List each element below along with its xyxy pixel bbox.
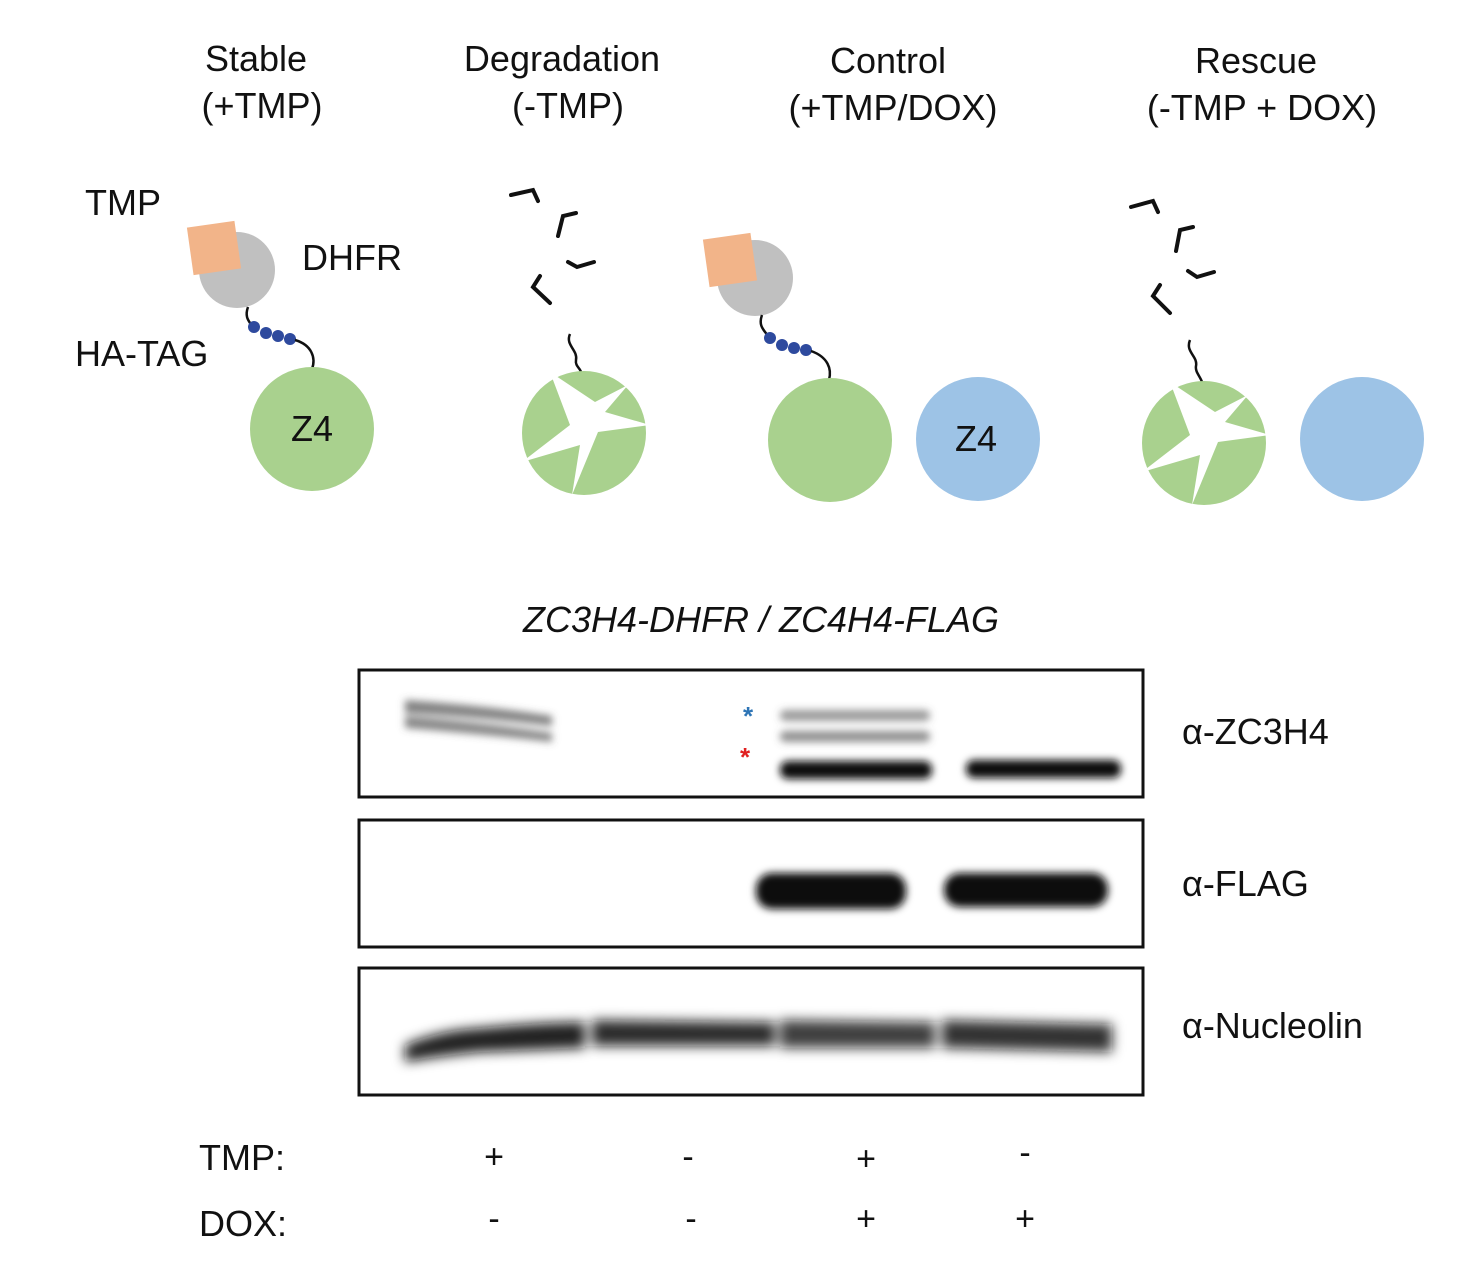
- row-label: TMP:: [199, 1137, 285, 1178]
- linker: [810, 349, 832, 381]
- linker: [294, 338, 315, 370]
- zc3h4-flag-protein: [916, 377, 1040, 501]
- ha-bead: [764, 332, 776, 344]
- condition-subtitle: (-TMP): [512, 85, 624, 126]
- schematic-degradation: [509, 187, 650, 495]
- tmp-ligand: [186, 220, 242, 276]
- degradation-cut: [522, 372, 650, 495]
- condition-title: Degradation: [464, 38, 660, 79]
- red-asterisk: *: [740, 742, 751, 772]
- band: [405, 700, 552, 726]
- condition-header-control: Control (+TMP/DOX): [788, 40, 997, 128]
- band: [966, 760, 1121, 778]
- blot-title: ZC3H4-DHFR / ZC4H4-FLAG: [522, 599, 999, 640]
- treatment-sign: -: [682, 1138, 693, 1176]
- z4-flag-label: Z4: [955, 418, 997, 459]
- band: [944, 873, 1108, 907]
- treatment-sign: -: [1019, 1134, 1030, 1172]
- schematic-rescue: [1129, 198, 1424, 505]
- zc3h4-protein: [250, 367, 374, 491]
- antibody-label: α-Nucleolin: [1182, 1005, 1363, 1046]
- condition-subtitle: (+TMP): [202, 85, 323, 126]
- linker: [1187, 339, 1204, 383]
- ha-bead: [260, 327, 272, 339]
- condition-header-degradation: Degradation (-TMP): [464, 38, 660, 126]
- ha-bead: [788, 342, 800, 354]
- condition-title: Control: [830, 40, 946, 81]
- schematic-stable: TMP DHFR HA-TAG Z4: [75, 182, 402, 491]
- blue-asterisk: *: [743, 701, 754, 731]
- z4-label: Z4: [291, 408, 333, 449]
- band: [942, 1020, 1112, 1052]
- treatment-sign: -: [685, 1200, 696, 1238]
- zc3h4-flag-protein: [1300, 377, 1424, 501]
- ha-bead: [800, 344, 812, 356]
- band: [592, 1020, 775, 1046]
- band: [780, 1020, 935, 1048]
- schematic-control: Z4: [702, 232, 1040, 502]
- treatment-sign: +: [484, 1138, 504, 1176]
- blot-panel-nucleolin: α-Nucleolin: [357, 966, 1363, 1097]
- treatment-sign: +: [1015, 1200, 1035, 1238]
- condition-title: Rescue: [1195, 40, 1317, 81]
- antibody-label: α-FLAG: [1182, 863, 1309, 904]
- dhfr-label: DHFR: [302, 237, 402, 278]
- tmp-label: TMP: [85, 182, 161, 223]
- band: [780, 761, 932, 779]
- treatment-sign: +: [856, 1200, 876, 1238]
- band: [780, 710, 930, 721]
- band: [780, 731, 930, 742]
- blot-panel-flag: α-FLAG: [357, 818, 1309, 949]
- degraded-dhfr-fragments: [509, 187, 596, 305]
- treatment-sign: +: [856, 1140, 876, 1178]
- condition-subtitle: (+TMP/DOX): [788, 87, 997, 128]
- treatment-row-dox: DOX: - - + +: [199, 1200, 1035, 1244]
- condition-header-rescue: Rescue (-TMP + DOX): [1147, 40, 1377, 128]
- ha-bead: [248, 321, 260, 333]
- treatment-row-tmp: TMP: + - + -: [199, 1134, 1031, 1178]
- ha-bead: [272, 330, 284, 342]
- zc3h4-protein: [768, 378, 892, 502]
- band: [405, 716, 552, 742]
- condition-subtitle: (-TMP + DOX): [1147, 87, 1377, 128]
- band: [405, 1022, 585, 1062]
- linker: [759, 314, 770, 337]
- condition-title: Stable: [205, 38, 307, 79]
- band: [756, 873, 906, 909]
- tmp-ligand: [702, 232, 758, 288]
- antibody-label: α-ZC3H4: [1182, 711, 1329, 752]
- condition-header-stable: Stable (+TMP): [202, 38, 323, 126]
- row-label: DOX:: [199, 1203, 287, 1244]
- treatment-sign: -: [488, 1200, 499, 1238]
- linker: [567, 333, 583, 373]
- ha-bead: [776, 339, 788, 351]
- ha-tag-label: HA-TAG: [75, 333, 208, 374]
- degradation-cut: [1142, 382, 1270, 505]
- blot-panel-zc3h4: * * α-ZC3H4: [357, 668, 1329, 799]
- degraded-dhfr-fragments: [1129, 198, 1216, 315]
- ha-bead: [284, 333, 296, 345]
